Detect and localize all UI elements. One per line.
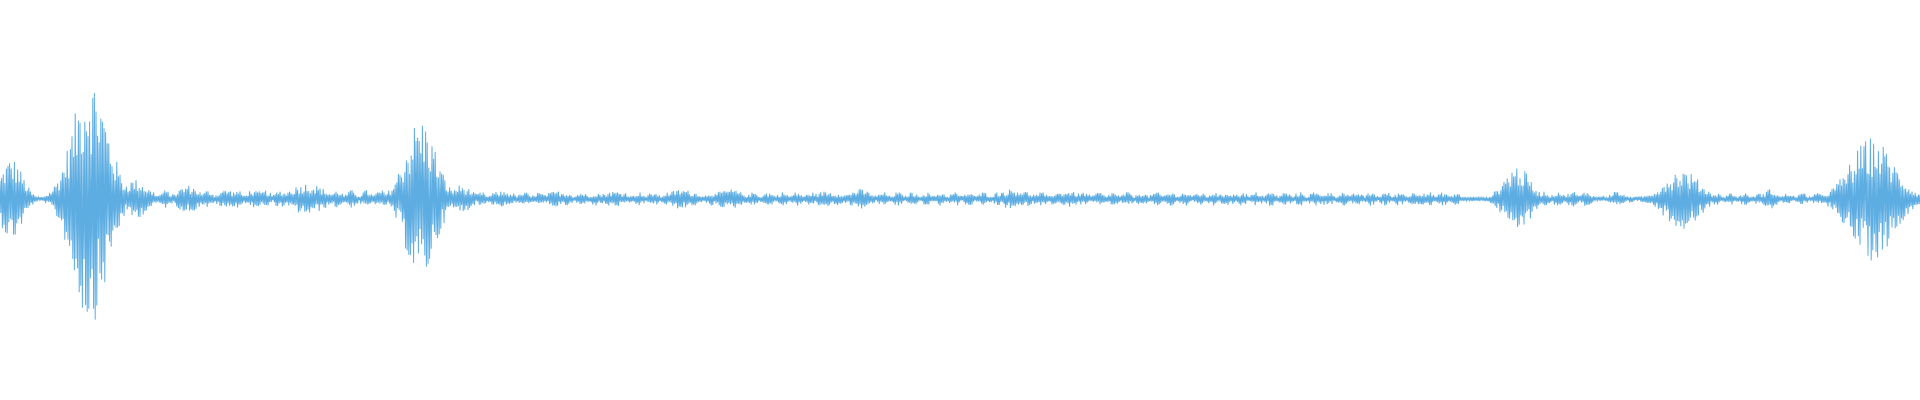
waveform-trace [0,92,1920,320]
